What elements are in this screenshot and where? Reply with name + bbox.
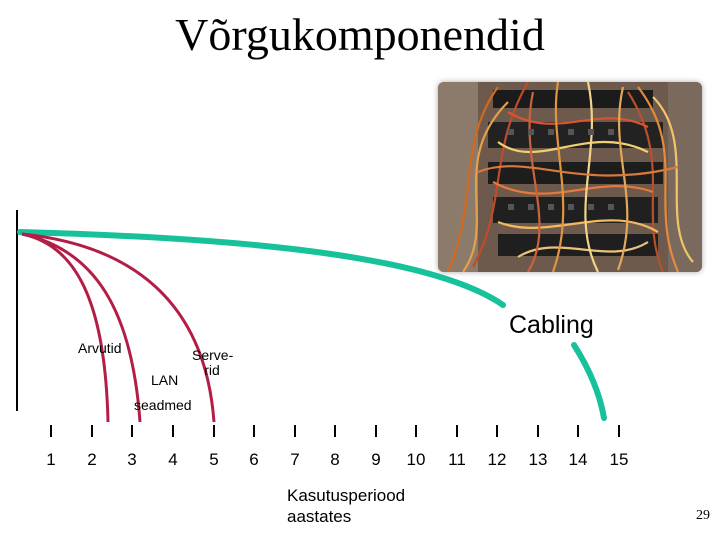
- devices-label: seadmed: [134, 397, 192, 413]
- cabling-curve-tail: [571, 342, 607, 421]
- x-axis-ticks: [50, 425, 620, 437]
- tick-label: 13: [528, 450, 548, 469]
- x-axis-title-line2: aastates: [287, 507, 352, 526]
- tick-label: 14: [568, 450, 588, 469]
- tick-label: 7: [290, 450, 300, 469]
- tick-label: 3: [127, 450, 137, 469]
- tick-label: 15: [609, 450, 629, 469]
- lan-devices-curve: [21, 232, 142, 423]
- servers-curve: [21, 232, 216, 423]
- tick-label: 10: [406, 450, 426, 469]
- tick-label: 1: [46, 450, 56, 469]
- cable-bundle-image: [438, 82, 702, 272]
- wiring-rack-photo: [438, 82, 702, 272]
- tick-label: 6: [249, 450, 259, 469]
- slide-title: Võrgukomponendid: [175, 9, 545, 60]
- servers-label: Serve- rid: [192, 347, 234, 378]
- tick-label: 9: [371, 450, 381, 469]
- tick-label: 5: [209, 450, 219, 469]
- cabling-label: Cabling: [509, 311, 594, 339]
- computers-label: Arvutid: [78, 340, 122, 356]
- cabling-curve: [17, 229, 506, 308]
- tick-label: 4: [168, 450, 178, 469]
- page-number: 29: [696, 508, 710, 523]
- x-axis-title-line1: Kasutusperiood: [287, 486, 406, 505]
- tick-label: 12: [487, 450, 507, 469]
- tick-label: 11: [448, 450, 466, 469]
- tick-label: 8: [330, 450, 340, 469]
- tick-label: 2: [87, 450, 97, 469]
- x-axis-title: Kasutusperiood aastates: [287, 485, 405, 527]
- lan-label: LAN: [151, 372, 179, 388]
- computers-curve: [21, 232, 110, 423]
